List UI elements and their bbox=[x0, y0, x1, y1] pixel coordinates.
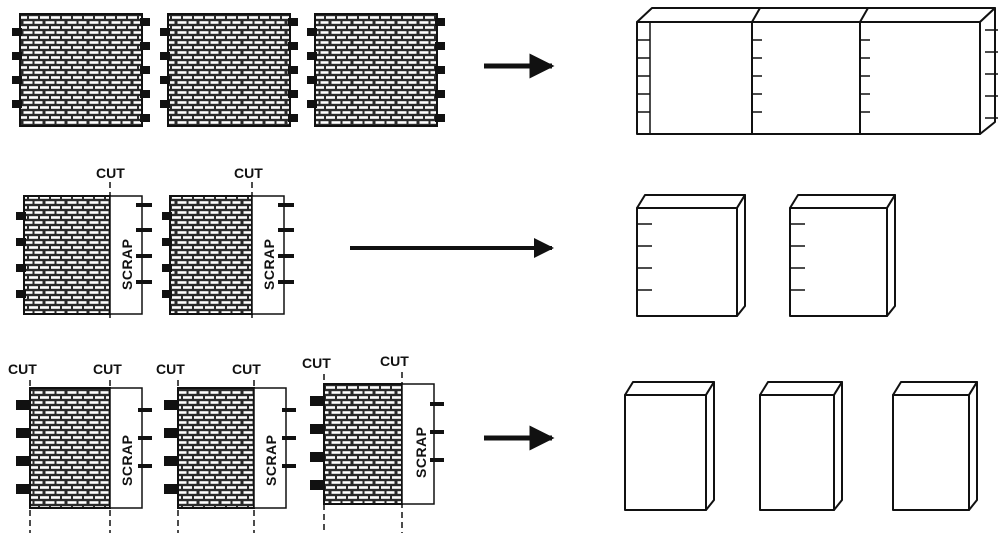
plain-block bbox=[893, 382, 977, 510]
row-3-result-blocks bbox=[625, 382, 977, 510]
cut-label: CUT bbox=[232, 361, 261, 377]
brick-panel bbox=[160, 14, 298, 126]
cut-label: CUT bbox=[93, 361, 122, 377]
scrap-label: SCRAP bbox=[261, 238, 277, 290]
toothed-block bbox=[637, 195, 745, 316]
scrap-label: SCRAP bbox=[119, 434, 135, 486]
row-2-source-panels: CUT SCRAP CUT SCRAP bbox=[16, 165, 294, 320]
cut-label: CUT bbox=[302, 355, 331, 371]
cut-label: CUT bbox=[380, 353, 409, 369]
cut-label: CUT bbox=[234, 165, 263, 181]
cut-label: CUT bbox=[8, 361, 37, 377]
scrap-label: SCRAP bbox=[263, 434, 279, 486]
brick-panel bbox=[12, 14, 150, 126]
brick-panel bbox=[307, 14, 445, 126]
plain-block bbox=[625, 382, 714, 510]
row-1-source-panels bbox=[12, 14, 445, 126]
row-3-source-panels: CUT CUT SCRAP CUT CUT SCRAP CUT CUT bbox=[8, 353, 444, 533]
cut-label: CUT bbox=[156, 361, 185, 377]
toothed-block bbox=[790, 195, 895, 316]
scrap-label: SCRAP bbox=[413, 426, 429, 478]
row-2-result-blocks bbox=[637, 195, 895, 316]
plain-block bbox=[760, 382, 842, 510]
cut-label: CUT bbox=[96, 165, 125, 181]
scrap-label: SCRAP bbox=[119, 238, 135, 290]
row-1-result-wall bbox=[637, 8, 998, 134]
